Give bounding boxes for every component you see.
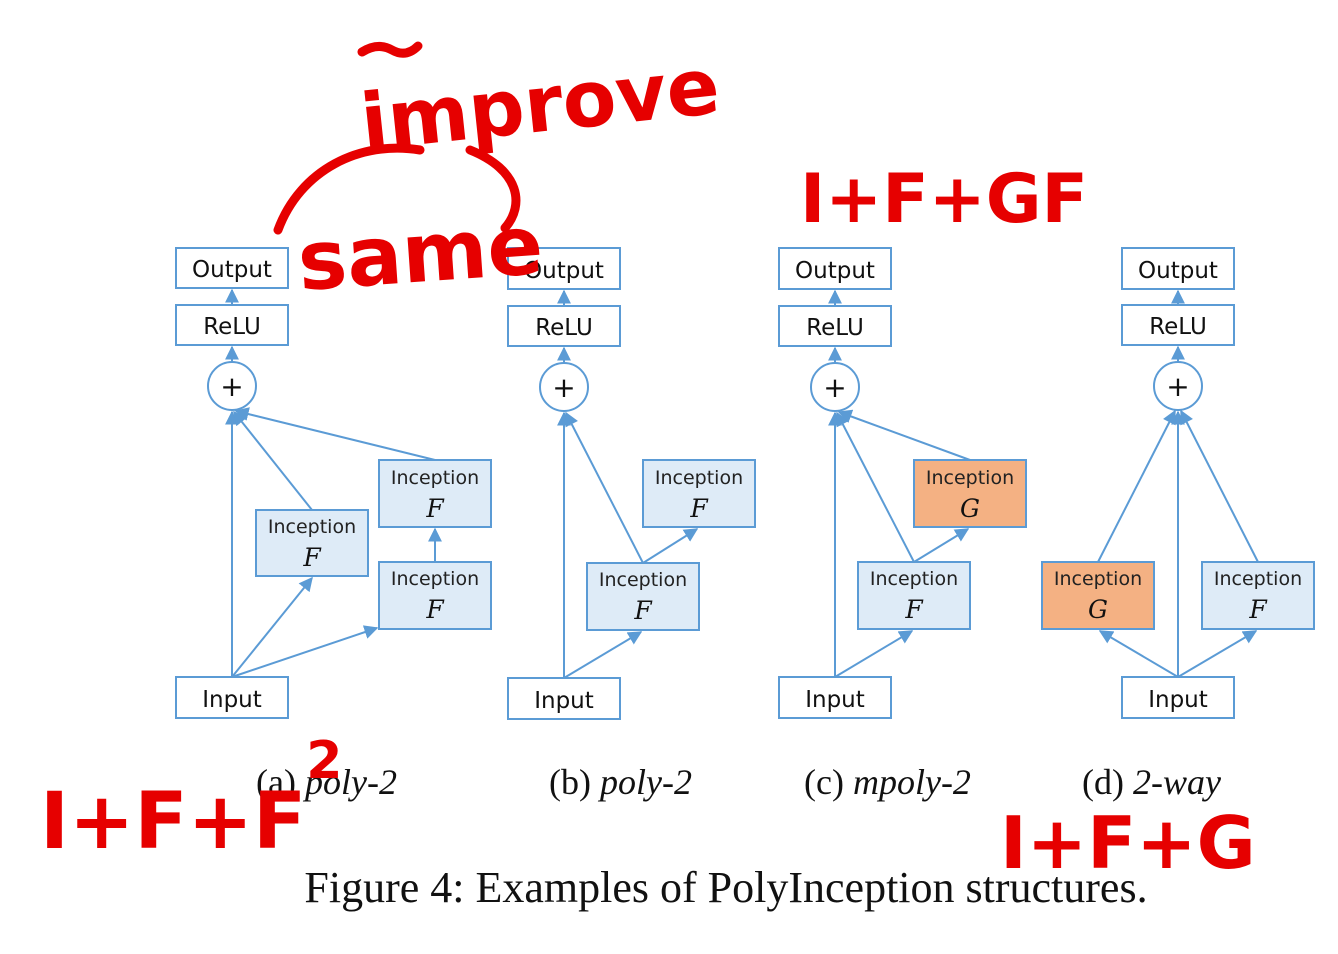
subfigure-label-a: (a) poly-2 — [256, 762, 397, 802]
relu-label-a: ReLU — [203, 314, 261, 340]
inception-label-a-top: Inception — [391, 467, 479, 489]
edge-c-g-sum — [837, 409, 971, 461]
inception-label-b-bottom: Inception — [599, 569, 687, 591]
edge-d-f-sum — [1180, 409, 1259, 563]
input-box-b — [507, 677, 621, 720]
var-f-b-top: F — [689, 494, 709, 523]
ink-improve-hook — [465, 145, 521, 233]
output-box-a — [175, 247, 289, 289]
inception-box-a-left — [255, 509, 369, 577]
diagram-b: Output ReLU + Inception F Inception F In… — [507, 247, 756, 720]
var-f-a-left: F — [302, 543, 322, 572]
output-label-a: Output — [192, 257, 272, 283]
var-g-d: G — [1088, 595, 1108, 624]
output-box-d — [1121, 247, 1235, 290]
ink-tilde — [357, 41, 423, 58]
inception-box-b-bottom — [586, 562, 700, 631]
input-label-b: Input — [534, 688, 594, 714]
var-f-b-bottom: F — [633, 596, 653, 625]
edge-a-input-left — [231, 576, 313, 678]
inception-box-b-top — [642, 459, 756, 528]
ink-improve-loop — [273, 143, 425, 235]
relu-label-b: ReLU — [535, 315, 593, 341]
edge-d-g-sum — [1097, 409, 1176, 563]
subfigure-label-d: (d) 2-way — [1082, 762, 1221, 802]
var-f-a-bottom: F — [425, 595, 445, 624]
edge-c-f-g — [913, 528, 970, 563]
edge-d-input-f — [1177, 630, 1258, 678]
var-f-d: F — [1248, 595, 1268, 624]
diagram-c: Output ReLU + Inception G Inception F In… — [778, 247, 1027, 719]
subfigure-label-c: (c) mpoly-2 — [804, 762, 971, 802]
relu-box-b — [507, 305, 621, 347]
output-box-c — [778, 247, 892, 290]
inception-box-d-f — [1201, 561, 1315, 630]
ink-formula-d: I+F+G — [1000, 801, 1256, 885]
inception-label-c-f: Inception — [870, 568, 958, 590]
ink-formula-c: I+F+GF — [800, 160, 1088, 239]
output-label-b: Output — [524, 258, 604, 284]
var-f-a-top: F — [425, 494, 445, 523]
edge-c-input-f — [834, 630, 914, 678]
handwriting-annotations: improve same I+F+GF I+F+F2 I+F+G — [40, 41, 1256, 885]
diagram-a: Output ReLU + Inception F Inception F In… — [175, 247, 492, 719]
output-label-d: Output — [1138, 258, 1218, 284]
inception-box-a-bottom — [378, 561, 492, 630]
ink-same: same — [295, 198, 546, 310]
inception-label-d-g: Inception — [1054, 568, 1142, 590]
edge-b-input-bottom — [563, 631, 643, 679]
edge-a-top-sum — [234, 407, 436, 461]
inception-box-c-f — [857, 561, 971, 630]
plus-label-d: + — [1166, 370, 1189, 403]
edge-b-bottom-top — [642, 528, 699, 564]
relu-box-d — [1121, 304, 1235, 346]
figure-caption: Figure 4: Examples of PolyInception stru… — [304, 863, 1147, 912]
inception-label-d-f: Inception — [1214, 568, 1302, 590]
output-label-c: Output — [795, 258, 875, 284]
diagram-d: Output ReLU + Inception G Inception F In… — [1041, 247, 1315, 719]
inception-label-a-left: Inception — [268, 516, 356, 538]
inception-label-a-bottom: Inception — [391, 568, 479, 590]
edge-c-f-sum — [836, 411, 915, 563]
edge-b-bottom-sum — [565, 411, 644, 564]
edge-a-left-sum — [233, 410, 313, 511]
var-f-c: F — [904, 595, 924, 624]
plus-label-c: + — [823, 371, 846, 404]
inception-label-c-g: Inception — [926, 467, 1014, 489]
relu-label-d: ReLU — [1149, 314, 1207, 340]
edge-a-input-bottom — [231, 625, 379, 678]
ink-formula-a-exponent: 2 — [306, 731, 342, 791]
ink-formula-a: I+F+F2 — [40, 731, 342, 867]
relu-label-c: ReLU — [806, 315, 864, 341]
plus-label-a: + — [220, 370, 243, 403]
input-label-a: Input — [202, 687, 262, 713]
input-label-d: Input — [1148, 687, 1208, 713]
edge-d-input-g — [1098, 630, 1179, 678]
input-label-c: Input — [805, 687, 865, 713]
inception-box-c-g — [913, 459, 1027, 528]
plus-label-b: + — [552, 371, 575, 404]
inception-box-a-top — [378, 459, 492, 528]
inception-label-b-top: Inception — [655, 467, 743, 489]
relu-box-c — [778, 305, 892, 347]
var-g-c: G — [960, 494, 980, 523]
relu-box-a — [175, 304, 289, 346]
output-box-b — [507, 247, 621, 290]
input-box-a — [175, 676, 289, 719]
subfigure-label-b: (b) poly-2 — [549, 762, 692, 802]
